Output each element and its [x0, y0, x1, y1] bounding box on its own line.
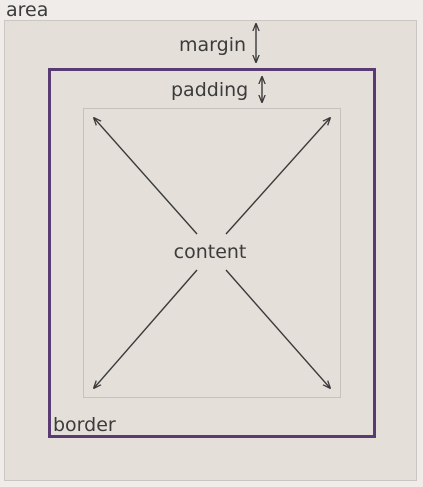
- margin-label: margin: [179, 34, 247, 56]
- border-label: border: [53, 414, 116, 436]
- content-arrow-bottom-left: [94, 269, 198, 388]
- area-label: area: [6, 0, 49, 21]
- content-arrow-top-left: [94, 118, 198, 235]
- area-box: [4, 20, 417, 481]
- content-arrow-top-right: [225, 118, 330, 235]
- content-arrow-bottom-right: [225, 269, 330, 388]
- padding-label: padding: [171, 79, 249, 101]
- border-box: [48, 68, 376, 438]
- content-label: content: [173, 241, 247, 263]
- content-box: [83, 108, 341, 398]
